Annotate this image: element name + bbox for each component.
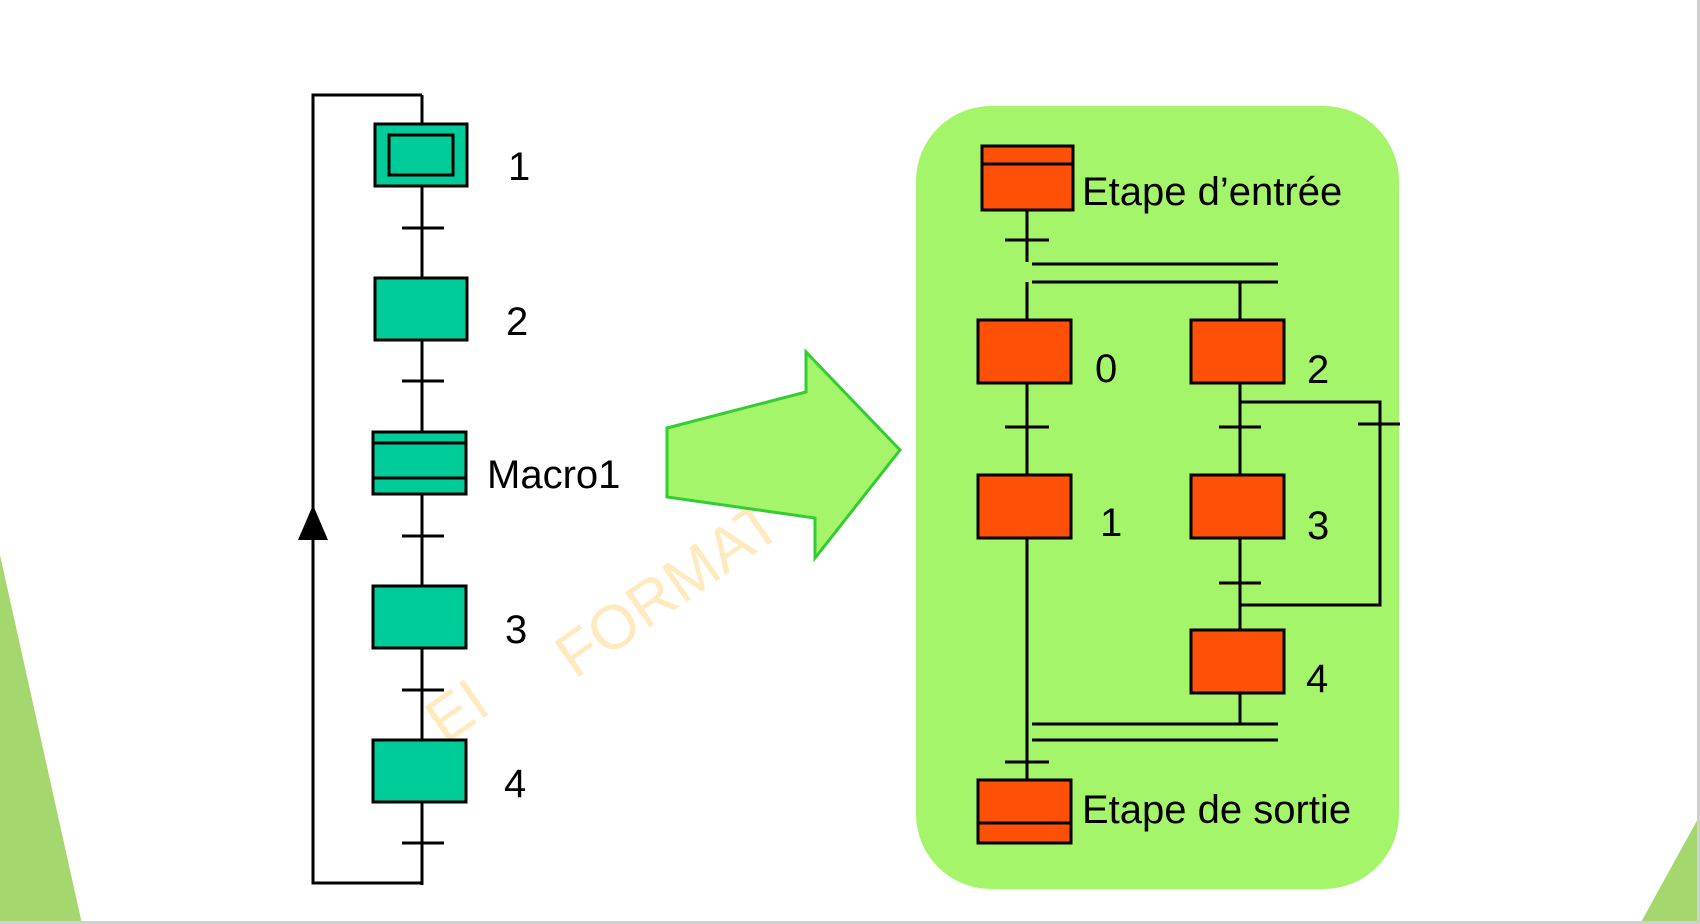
step-2-label: 2 [506, 300, 528, 344]
step-2 [373, 276, 469, 342]
macro-step-2 [1189, 318, 1286, 385]
or-loop-line [1240, 400, 1382, 607]
exit-step [976, 778, 1073, 845]
entry-step-label: Etape d’entrée [1082, 170, 1342, 214]
main-grafcet [298, 93, 469, 885]
corner-decoration-left [0, 555, 82, 924]
macro-step-3 [1189, 473, 1286, 540]
macro-step-label: Macro1 [487, 453, 620, 497]
svg-text:FORMAT: FORMAT [543, 487, 793, 691]
step-4 [371, 738, 468, 804]
macro-step-3-label: 3 [1307, 504, 1329, 548]
watermark: FORMAT EI [413, 487, 793, 756]
macro-step-4 [1189, 628, 1286, 695]
step-4-label: 4 [504, 762, 526, 806]
loop-arrow [298, 505, 328, 540]
corner-decoration-right [1640, 815, 1700, 924]
macro-step-0-label: 0 [1095, 347, 1117, 391]
step-3 [371, 584, 468, 650]
exit-step-label: Etape de sortie [1082, 788, 1351, 832]
step-3-label: 3 [505, 608, 527, 652]
macro-step-0 [976, 318, 1073, 385]
entry-step [980, 144, 1075, 212]
macro-step-2-label: 2 [1307, 348, 1329, 392]
macro-step [371, 430, 468, 496]
macro-step-1 [976, 473, 1073, 540]
macro-step-1-label: 1 [1100, 501, 1122, 545]
macro-grafcet [976, 144, 1400, 845]
step-1-label: 1 [508, 145, 530, 189]
expand-arrow [665, 348, 902, 563]
step-1-inner [387, 133, 455, 177]
macro-step-4-label: 4 [1306, 657, 1328, 701]
loop-back-line [311, 93, 422, 885]
